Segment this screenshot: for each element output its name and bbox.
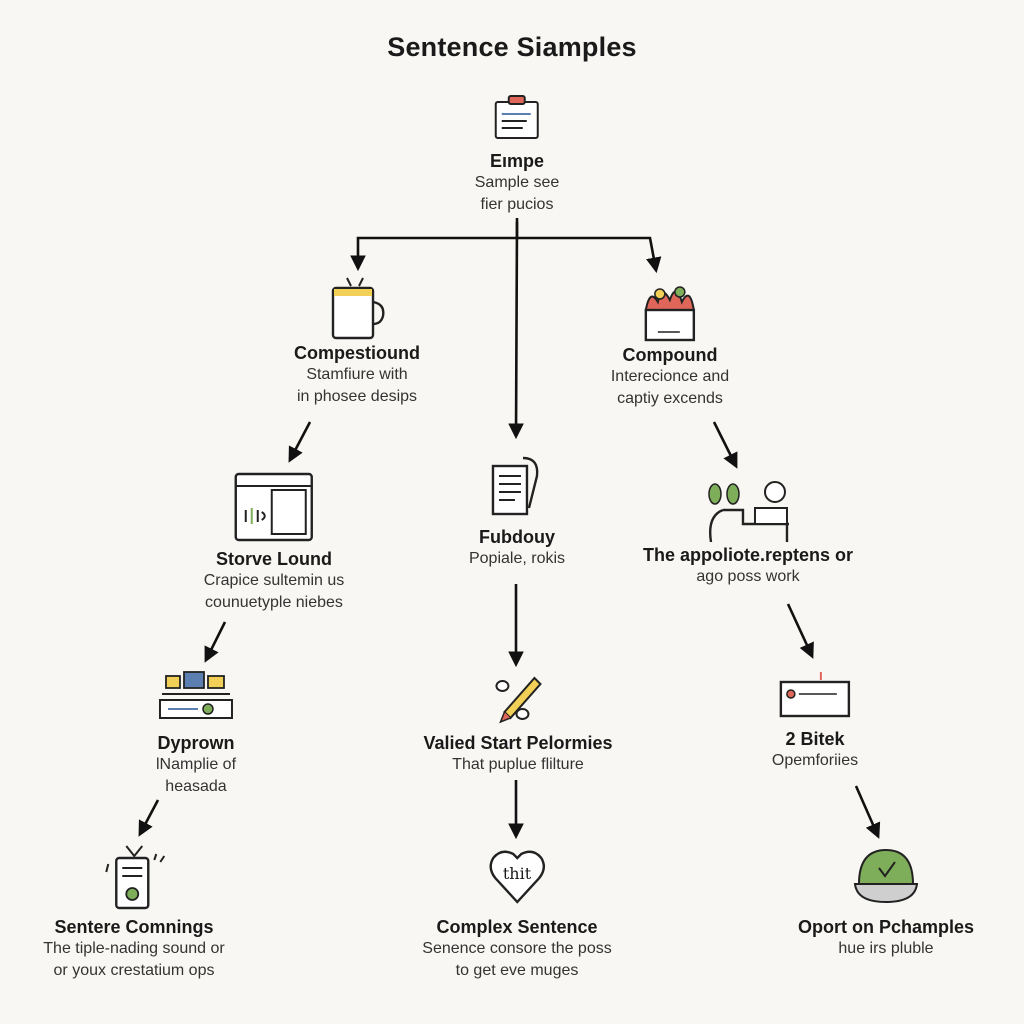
arrow-right1-right2	[712, 421, 738, 469]
node-left1-desc-1: Stamfiure with	[306, 366, 408, 383]
node-right2: The appoliote.reptens or ago poss work	[643, 480, 853, 588]
node-center4-desc-1: Senence consore the poss	[422, 940, 612, 957]
node-center4-title: Complex Sentence	[436, 917, 598, 937]
node-left4-desc-1: The tiple-nading sound or	[43, 940, 225, 957]
node-right4: Oport on Pchamples hue irs pluble	[798, 846, 974, 960]
heart-icon-label: thit	[502, 864, 532, 883]
node-center3: Valied Start Pelormies That puplue flilt…	[423, 672, 613, 776]
arrow-left1-left2	[288, 421, 312, 463]
node-right4-desc-1: hue irs pluble	[838, 940, 934, 957]
node-left1: Compestiound Stamfiure with in phosee de…	[294, 276, 420, 408]
node-right3: 2 Bitek Opemforiies	[772, 668, 858, 772]
node-center4: thit Complex Sentence Senence consore th…	[422, 846, 612, 982]
node-left2-desc-2: counuetyple niebes	[205, 594, 343, 611]
arrow-right2-right3	[786, 603, 814, 659]
arrow-right3-right4	[854, 785, 881, 839]
heart-icon	[489, 850, 545, 904]
node-center2-title: Fubdouy	[479, 527, 555, 547]
pencil-icon	[495, 676, 542, 724]
node-root-desc-2: fier pucios	[480, 196, 554, 213]
node-right1-desc-2: captiy excends	[617, 390, 723, 407]
node-left2-desc-1: Crapice sultemin us	[203, 572, 345, 589]
node-left3-desc-2: heasada	[165, 778, 227, 795]
arrow-root-center	[508, 221, 524, 440]
node-center2-desc-1: Popiale, rokis	[468, 550, 566, 567]
node-left3-desc-1: lNamplie of	[155, 756, 237, 773]
node-right1: Compound Interecionce and captiy excends	[611, 280, 729, 410]
toolbox-icon	[159, 671, 233, 719]
node-left2: Storve Lound Crapice sultemin us counuet…	[203, 470, 345, 614]
node-right1-desc-1: Interecionce and	[610, 368, 730, 385]
arrow-left2-left3	[204, 621, 227, 663]
arrow-left3-left4	[138, 799, 160, 837]
node-root: Eımpe Sample see fier pucios	[474, 94, 560, 216]
node-left3-title: Dyprown	[157, 733, 235, 753]
node-root-title: Eımpe	[489, 151, 545, 171]
arrow-root-right	[517, 236, 662, 274]
desk-plants-icon	[708, 481, 789, 543]
node-center3-desc-1: That puplue flilture	[452, 756, 584, 773]
node-right4-title: Oport on Pchamples	[797, 917, 975, 937]
node-center2: Fubdouy Popiale, rokis	[469, 456, 565, 570]
coffee-mug-icon	[331, 277, 385, 340]
cabinet-icon	[234, 472, 314, 542]
node-right3-title: 2 Bitek	[785, 729, 845, 749]
bowl-icon	[853, 848, 919, 904]
clipboard-icon	[495, 95, 539, 139]
node-center4-desc-2: to get eve muges	[455, 962, 579, 979]
node-left4-title: Sentere Comnings	[54, 917, 214, 937]
node-right2-title: The appoliote.reptens or	[642, 545, 854, 565]
arrow-root-left	[350, 218, 519, 272]
node-right2-desc-1: ago poss work	[696, 568, 800, 585]
node-right1-title: Compound	[622, 345, 718, 365]
node-left4-desc-2: or youx crestatium ops	[53, 962, 215, 979]
box-icon	[779, 672, 851, 718]
diagram-title: Sentence Siamples	[387, 32, 637, 62]
node-left3: Dyprown lNamplie of heasada	[156, 668, 236, 798]
node-left1-desc-2: in phosee desips	[296, 388, 418, 405]
node-left2-title: Storve Lound	[216, 549, 332, 569]
radio-icon	[105, 845, 165, 910]
document-icon	[491, 456, 539, 516]
basket-icon	[644, 286, 696, 342]
node-root-desc-1: Sample see	[474, 174, 560, 191]
node-center3-title: Valied Start Pelormies	[423, 733, 613, 753]
node-left1-title: Compestiound	[294, 343, 420, 363]
node-right3-desc-1: Opemforiies	[771, 752, 859, 769]
node-left4: Sentere Comnings The tiple-nading sound …	[43, 842, 225, 982]
